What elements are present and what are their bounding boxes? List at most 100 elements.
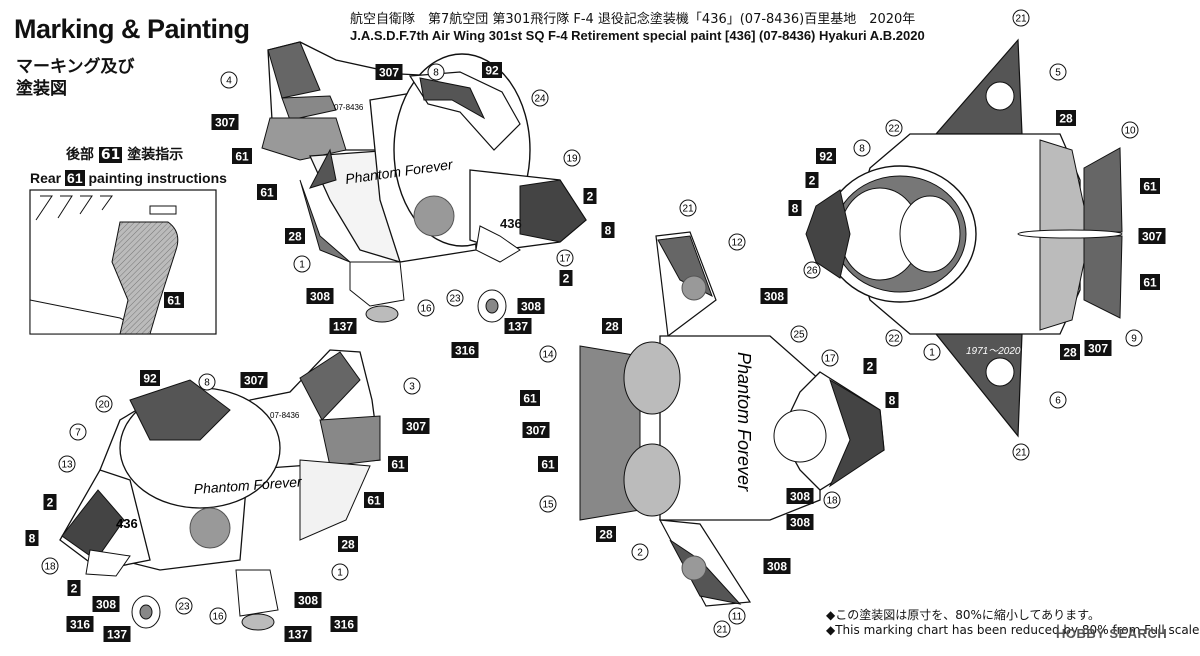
page-title: Marking & Painting [14, 14, 250, 44]
color-callout-92: 92 [140, 370, 160, 386]
serial-top: 07-8436 [334, 103, 364, 112]
decal-number: 22 [888, 124, 900, 135]
decal-number: 9 [1131, 334, 1137, 345]
color-code: 316 [70, 618, 90, 632]
color-code: 8 [605, 224, 612, 238]
color-code: 308 [790, 490, 810, 504]
color-code: 308 [767, 560, 787, 574]
color-code: 307 [406, 420, 426, 434]
color-code: 61 [523, 392, 537, 406]
decal-number: 13 [61, 460, 73, 471]
decal-callout-1: 1 [331, 563, 349, 581]
color-callout-137: 137 [103, 626, 131, 642]
color-code: 316 [334, 618, 354, 632]
watermark-logo: HOBBY SEARCH [1056, 626, 1168, 641]
decal-callout-15: 15 [539, 495, 557, 513]
decal-callout-8: 8 [427, 63, 445, 81]
decal-number: 18 [826, 496, 838, 507]
color-code: 308 [521, 300, 541, 314]
color-callout-28: 28 [1056, 110, 1076, 126]
scale-note-en: ◆This marking chart has been reduced by … [826, 623, 1200, 637]
decal-callout-26: 26 [803, 261, 821, 279]
color-callout-308: 308 [763, 558, 791, 574]
decal-number: 6 [1055, 396, 1061, 407]
decal-callout-11: 11 [728, 607, 746, 625]
color-callout-308: 308 [760, 288, 788, 304]
color-code: 28 [1059, 112, 1073, 126]
decal-callout-16: 16 [417, 299, 435, 317]
color-callout-307: 307 [211, 114, 239, 130]
color-code: 28 [288, 230, 302, 244]
phantom-forever-text-topview: Phantom Forever [734, 352, 754, 492]
color-callout-8: 8 [788, 200, 802, 216]
color-callout-28: 28 [285, 228, 305, 244]
color-callout-8: 8 [885, 392, 899, 408]
decal-callout-1: 1 [293, 255, 311, 273]
side-view-top: Phantom Forever 07-8436 436 [261, 41, 587, 323]
rear-jp-suffix: 塗装指示 [127, 147, 184, 163]
color-code: 308 [764, 290, 784, 304]
color-code: 307 [1142, 230, 1162, 244]
serial-bottom: 07-8436 [270, 411, 300, 420]
color-callout-61: 61 [520, 390, 540, 406]
hinomaru-top [413, 195, 455, 237]
decal-callout-13: 13 [58, 455, 76, 473]
color-code: 61 [541, 458, 555, 472]
decal-callout-18: 18 [823, 491, 841, 509]
nose-number-top: 436 [500, 216, 522, 231]
decal-number: 24 [534, 94, 546, 105]
decal-callout-24: 24 [531, 89, 549, 107]
decal-number: 20 [98, 400, 110, 411]
color-code: 92 [485, 64, 499, 78]
decal-number: 16 [420, 304, 432, 315]
color-callout-308: 308 [786, 488, 814, 504]
decal-callout-17: 17 [556, 249, 574, 267]
subtitle-jp-line1: マーキング及び [16, 57, 135, 77]
decal-number: 19 [566, 154, 578, 165]
decal-number: 12 [731, 238, 743, 249]
color-callout-61: 61 [538, 456, 558, 472]
decal-callout-1: 1 [923, 343, 941, 361]
color-code: 307 [526, 424, 546, 438]
underside-view-right: 1971～2020 [805, 38, 1123, 438]
decal-callout-12: 12 [728, 233, 746, 251]
color-code: 61 [1143, 180, 1157, 194]
rear-painting-title-en: Rear 61 painting instructions [30, 170, 227, 186]
color-callout-307: 307 [1138, 228, 1166, 244]
color-callout-61: 61 [232, 148, 252, 164]
decal-callout-4: 4 [220, 71, 238, 89]
decal-number: 17 [559, 254, 571, 265]
decal-callout-16: 16 [209, 607, 227, 625]
decal-number: 8 [859, 144, 865, 155]
tail-years: 1971～2020 [966, 346, 1021, 357]
color-callout-61: 61 [1140, 274, 1160, 290]
rear-en-prefix: Rear [30, 170, 62, 186]
color-code: 61 [167, 294, 181, 308]
header-english: J.A.S.D.F.7th Air Wing 301st SQ F-4 Reti… [350, 28, 925, 43]
decal-callout-14: 14 [539, 345, 557, 363]
rear-color-61-area [111, 221, 179, 335]
decal-callout-23: 23 [446, 289, 464, 307]
color-code: 61 [391, 458, 405, 472]
rear-painting-title-jp: 後部 61 塗装指示 [66, 144, 183, 164]
color-code: 137 [333, 320, 353, 334]
decal-callout-5: 5 [1049, 63, 1067, 81]
color-code: 308 [298, 594, 318, 608]
color-code: 61 [235, 150, 249, 164]
color-callout-2: 2 [583, 188, 597, 204]
decal-callout-17: 17 [821, 349, 839, 367]
color-callout-308: 308 [92, 596, 120, 612]
color-code: 307 [215, 116, 235, 130]
decal-callout-21: 21 [713, 620, 731, 638]
decal-number: 11 [732, 612, 743, 623]
decal-callout-21: 21 [1012, 443, 1030, 461]
phantom-forever-text-bottom: Phantom Forever [193, 473, 303, 497]
color-callout-316: 316 [330, 616, 358, 632]
color-code: 61 [1143, 276, 1157, 290]
rear-jp-prefix: 後部 [66, 147, 94, 163]
decal-number: 1 [299, 260, 305, 271]
decal-callout-21: 21 [679, 199, 697, 217]
color-code: 8 [792, 202, 799, 216]
decal-number: 8 [204, 378, 210, 389]
